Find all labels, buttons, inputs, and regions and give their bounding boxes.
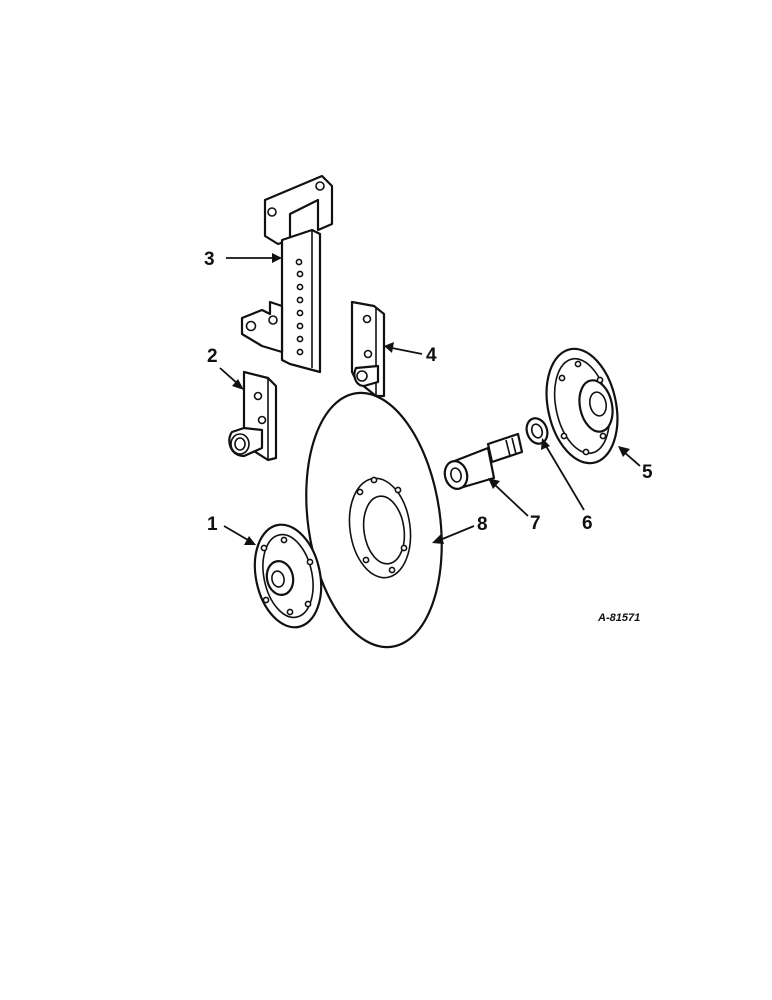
part-6-washer xyxy=(525,417,549,445)
part-3-standard xyxy=(240,174,334,374)
callout-2: 2 xyxy=(207,346,218,367)
callout-8: 8 xyxy=(477,514,488,535)
leader-lines xyxy=(219,253,641,545)
part-5-hub-flange xyxy=(545,347,619,465)
callout-1: 1 xyxy=(207,514,218,535)
part-8-disk xyxy=(305,391,443,649)
part-4-plate xyxy=(350,300,386,398)
part-7-spindle xyxy=(443,432,524,490)
drawing-reference: A-81571 xyxy=(597,612,640,624)
callout-5: 5 xyxy=(642,462,653,483)
part-1-hub-bearing xyxy=(253,523,323,629)
callout-3: 3 xyxy=(204,249,215,270)
part-2-plate xyxy=(228,370,278,462)
callout-6: 6 xyxy=(582,513,593,534)
callout-4: 4 xyxy=(426,345,437,366)
callout-7: 7 xyxy=(530,513,541,534)
